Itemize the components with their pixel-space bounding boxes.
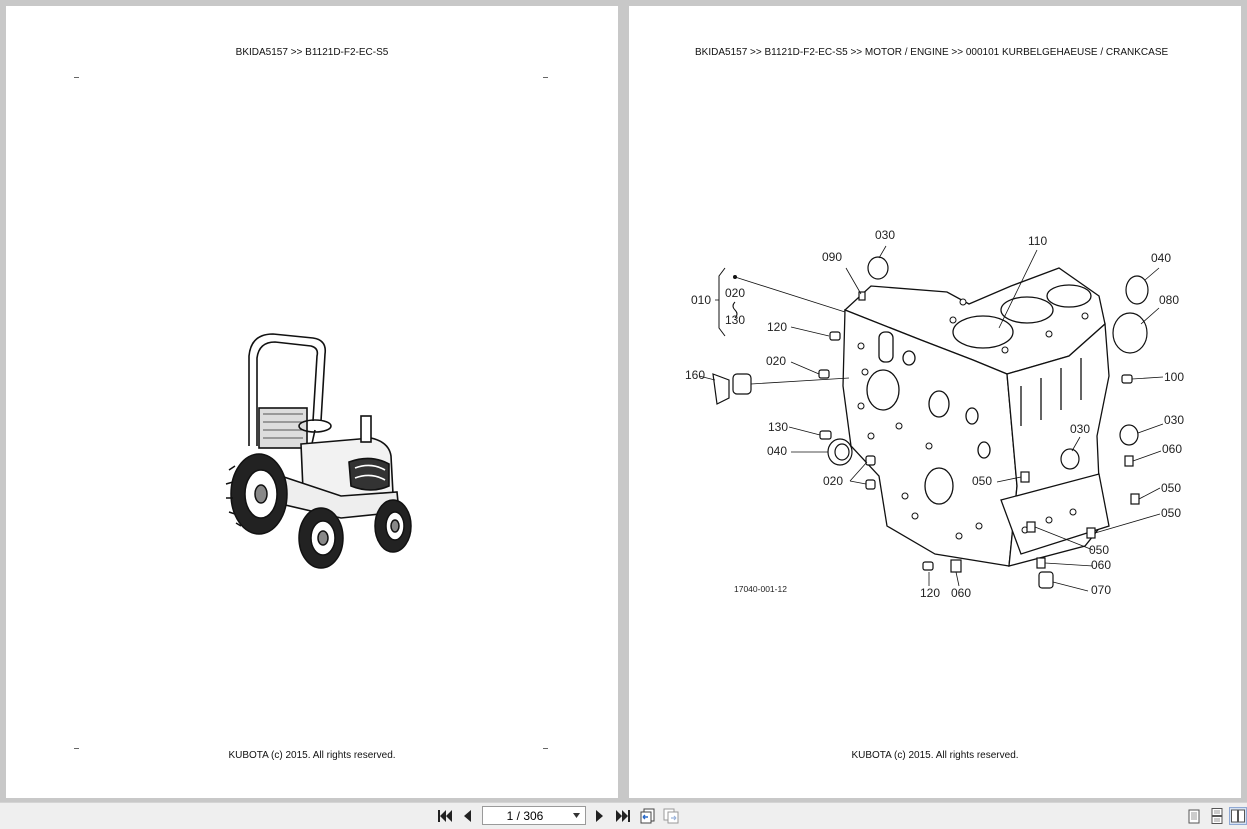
page-footer: KUBOTA (c) 2015. All rights reserved. [228,750,396,761]
callout-100: 100 [1164,370,1184,384]
last-page-button[interactable] [614,807,632,825]
callout-050: 050 [1161,481,1181,495]
document-page-1: BKIDA5157 >> B1121D-F2-EC-S5 [6,6,618,798]
first-page-button[interactable] [436,807,454,825]
next-view-button[interactable] [662,807,680,825]
callout-060: 060 [1091,558,1111,572]
first-page-icon [438,810,452,822]
single-page-icon [1188,809,1200,823]
continuous-page-icon [1211,808,1223,824]
page-dropdown-button[interactable] [569,807,583,824]
callout-060: 060 [1162,442,1182,456]
single-page-view-button[interactable] [1185,807,1203,825]
callout-050: 050 [1161,506,1181,520]
crankcase-exploded-diagram: 010 020 130 090 030 110 040 080 120 020 … [685,228,1184,600]
callout-020: 020 [823,474,843,488]
page-footer: KUBOTA (c) 2015. All rights reserved. [851,750,1019,761]
document-page-2: BKIDA5157 >> B1121D-F2-EC-S5 >> MOTOR / … [629,6,1241,798]
facing-pages-icon [1231,809,1245,823]
callout-030: 030 [1164,413,1184,427]
callout-050: 050 [972,474,992,488]
callout-050: 050 [1089,543,1109,557]
callout-110: 110 [1028,234,1047,248]
chevron-down-icon [572,813,580,818]
callout-120: 120 [767,320,787,334]
callout-020: 020 [725,286,745,300]
previous-view-icon [640,808,655,824]
page-header: BKIDA5157 >> B1121D-F2-EC-S5 >> MOTOR / … [695,47,1169,58]
callout-020: 020 [766,354,786,368]
crop-mark [543,77,548,78]
previous-view-button[interactable] [639,807,657,825]
viewer-toolbar [0,802,1247,829]
callout-080: 080 [1159,293,1179,307]
callout-120: 120 [920,586,940,600]
next-page-icon [596,810,603,822]
figure-id: 17040-001-12 [734,584,787,594]
crop-mark [74,748,79,749]
previous-page-icon [464,810,471,822]
callout-030: 030 [1070,422,1090,436]
callout-090: 090 [822,250,842,264]
callout-070: 070 [1091,583,1111,597]
callout-040: 040 [1151,251,1171,265]
callout-060: 060 [951,586,971,600]
page-number-box[interactable] [482,806,586,825]
compact-tractor-illustration [225,333,412,569]
page-header: BKIDA5157 >> B1121D-F2-EC-S5 [235,47,389,58]
crop-mark [74,77,79,78]
callout-130: 130 [725,313,745,327]
previous-page-button[interactable] [458,807,476,825]
crop-mark [543,748,548,749]
next-page-button[interactable] [591,807,609,825]
next-view-icon [663,808,679,824]
callout-160: 160 [685,368,705,382]
callout-030: 030 [875,228,895,242]
page-number-input[interactable] [483,807,567,824]
continuous-view-button[interactable] [1208,807,1226,825]
callout-130: 130 [768,420,788,434]
callout-010: 010 [691,293,711,307]
callout-040: 040 [767,444,787,458]
last-page-icon [616,810,630,822]
facing-pages-view-button[interactable] [1229,807,1247,825]
